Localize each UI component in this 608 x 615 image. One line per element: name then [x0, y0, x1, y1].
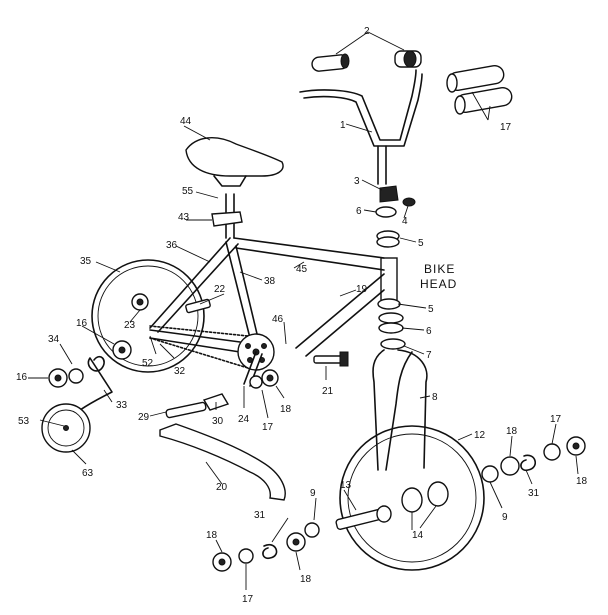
hub-cones [376, 481, 449, 523]
callout-38: 38 [264, 276, 276, 287]
chain [149, 325, 249, 369]
callout-29: 29 [138, 412, 150, 423]
callout-45: 45 [296, 264, 308, 275]
callout-17d: 17 [242, 594, 254, 605]
handlebar-grip-left [311, 53, 350, 72]
callout-52: 52 [142, 358, 154, 369]
training-wheel-hardware [48, 368, 84, 388]
callout-18d: 18 [206, 530, 218, 541]
handlebar [299, 69, 423, 185]
callout-5a: 5 [418, 238, 424, 249]
callout-63: 63 [82, 468, 94, 479]
callout-4: 4 [402, 216, 408, 227]
chain-guard [159, 423, 286, 501]
callout-18e: 18 [300, 574, 312, 585]
callout-8: 8 [432, 392, 438, 403]
leader-lines [28, 31, 579, 590]
fork [372, 349, 428, 471]
callout-30: 30 [212, 416, 224, 427]
callout-6b: 6 [426, 326, 432, 337]
callout-21: 21 [322, 386, 334, 397]
callout-2: 2 [364, 26, 370, 37]
seat-post [211, 193, 243, 239]
callout-17b: 17 [500, 122, 512, 133]
callout-14: 14 [412, 530, 424, 541]
front-wheel [339, 425, 485, 571]
training-wheel [41, 403, 91, 453]
callout-46: 46 [272, 314, 284, 325]
seat [185, 137, 284, 187]
callout-18b: 18 [506, 426, 518, 437]
callout-35: 35 [80, 256, 92, 267]
washer-17-crank [249, 375, 263, 389]
callout-33: 33 [116, 400, 128, 411]
callout-18a: 18 [280, 404, 292, 415]
callout-16a: 16 [16, 372, 28, 383]
handlebar-grip-right [394, 50, 422, 68]
right-axle-hardware [481, 436, 586, 483]
headset-stack [375, 185, 416, 350]
callout-17c: 17 [550, 414, 562, 425]
callout-9a: 9 [310, 488, 316, 499]
callout-24: 24 [238, 414, 250, 425]
callout-53: 53 [18, 416, 30, 427]
frame [149, 237, 385, 357]
nut-18-crank [261, 369, 279, 387]
callout-34: 34 [48, 334, 60, 345]
bike-head-label-line2: HEAD [420, 277, 457, 291]
callout-32: 32 [174, 366, 186, 377]
nut-16-rear [112, 340, 132, 360]
crank-axle-pin [165, 401, 207, 419]
left-axle-hardware [212, 522, 320, 572]
callout-9b: 9 [502, 512, 508, 523]
callout-23: 23 [124, 320, 136, 331]
callout-5b: 5 [428, 304, 434, 315]
callout-1: 1 [340, 120, 346, 131]
callout-18c: 18 [576, 476, 588, 487]
callout-43: 43 [178, 212, 190, 223]
callout-19: 19 [356, 284, 368, 295]
loose-grips [446, 65, 513, 115]
bike-head-label-line1: BIKE [424, 262, 455, 276]
callout-3: 3 [354, 176, 360, 187]
callout-31b: 31 [254, 510, 266, 521]
callout-36: 36 [166, 240, 178, 251]
callout-20: 20 [216, 482, 228, 493]
callout-44: 44 [180, 116, 192, 127]
rear-wheel [91, 259, 205, 373]
callout-13: 13 [340, 480, 352, 491]
bolt-21 [313, 351, 349, 367]
callout-7: 7 [426, 350, 432, 361]
callout-17a: 17 [262, 422, 274, 433]
callout-55: 55 [182, 186, 194, 197]
callout-16b: 16 [76, 318, 88, 329]
part-callouts: 1234556678991213141616171717171818181818… [16, 26, 588, 605]
callout-6a: 6 [356, 206, 362, 217]
callout-31a: 31 [528, 488, 540, 499]
callout-12: 12 [474, 430, 486, 441]
bolt-23-nut [131, 293, 149, 311]
training-wheel-bracket [69, 355, 113, 419]
callout-22: 22 [214, 284, 226, 295]
